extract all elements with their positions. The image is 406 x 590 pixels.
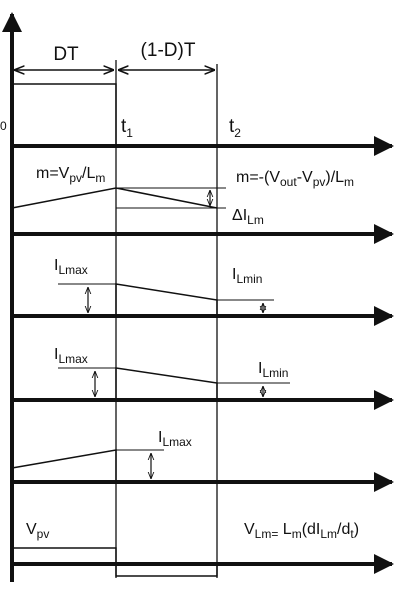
- ilmax-label-3: ILmax: [158, 429, 192, 449]
- dt-label: DT: [53, 44, 79, 65]
- ilmax-label-2: ILmax: [54, 346, 88, 366]
- vlm-equation-label: VLm= Lm(dILm/dt): [244, 521, 359, 541]
- time-axes: [12, 136, 394, 574]
- current-1-waveform: [115, 283, 218, 316]
- ilmin-label-2: ILmin: [258, 360, 288, 380]
- current-2-waveform: [115, 367, 218, 400]
- vlm-waveform: [12, 547, 218, 577]
- t2-label: t2: [229, 116, 241, 140]
- off-interval-label: (1-D)T: [141, 40, 196, 61]
- vpv-label: Vpv: [26, 521, 49, 541]
- delta-ilm-label: ΔILm: [232, 207, 264, 227]
- t1-label: t1: [121, 116, 133, 140]
- current-3-waveform: [11, 449, 117, 482]
- gate-pulse: [12, 83, 117, 146]
- slope-up-label: m=Vpv/Lm: [36, 165, 105, 185]
- ilmin-label-1: ILmin: [232, 266, 262, 286]
- slope-down-label: m=-(Vout-Vpv)/Lm: [236, 169, 354, 189]
- origin-label: 0: [0, 119, 7, 133]
- ilmax-label-1: ILmax: [54, 257, 88, 277]
- ilm-waveform: [11, 187, 218, 209]
